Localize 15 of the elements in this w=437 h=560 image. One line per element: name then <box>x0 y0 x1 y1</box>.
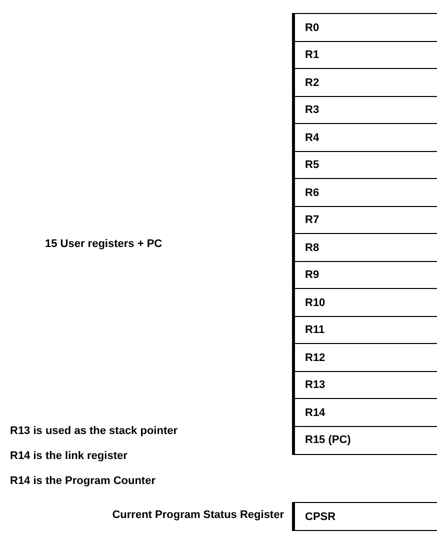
register-box: R15 (PC) <box>292 426 437 454</box>
register-box: R12 <box>292 343 437 372</box>
register-box: R2 <box>292 68 437 97</box>
register-label: Current Program Status Register <box>112 509 284 521</box>
note-text: R13 is used as the stack pointer <box>10 425 178 437</box>
register-box: CPSR <box>292 502 437 531</box>
note-text: R14 is the link register <box>10 450 128 462</box>
register-box: R14 <box>292 398 437 427</box>
register-box: R4 <box>292 123 437 152</box>
note-text: R14 is the Program Counter <box>10 475 156 487</box>
register-box: R10 <box>292 288 437 317</box>
register-box: R0 <box>292 13 437 42</box>
group-label: 15 User registers + PC <box>45 238 162 250</box>
register-box: R8 <box>292 233 437 262</box>
register-box: R6 <box>292 178 437 207</box>
